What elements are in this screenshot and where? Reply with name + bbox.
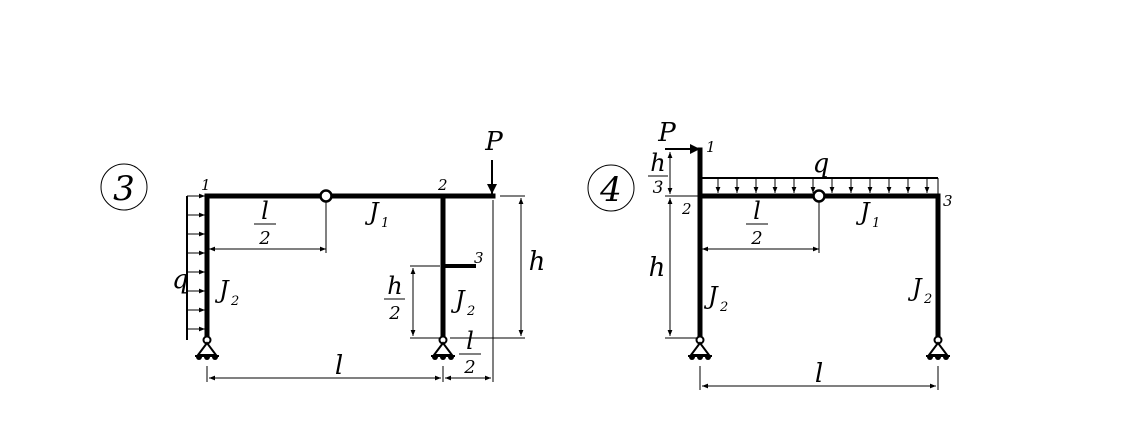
- node-label-1: 1: [201, 176, 211, 194]
- frame-number-circle: [100, 163, 148, 211]
- dim-top-num: h: [650, 149, 665, 177]
- dim-overhang-num: l: [466, 327, 474, 355]
- dim-span-label: l: [335, 351, 343, 381]
- dim-span: [206, 200, 494, 382]
- beam-inertia-label: J: [364, 198, 380, 226]
- frame-number: 4: [599, 170, 622, 210]
- support-right: [926, 335, 950, 360]
- dim-hinge-num: l: [753, 197, 761, 225]
- dim-span: [699, 366, 939, 390]
- dim-hinge: [209, 202, 327, 253]
- load-q-label: q: [172, 265, 189, 295]
- node-label-2: 2: [681, 200, 692, 218]
- dim-bracket-num: h: [387, 272, 402, 300]
- dim-bracket: [384, 265, 440, 339]
- distributed-load: [186, 193, 205, 340]
- right-column-inertia-sub: 2: [466, 304, 475, 319]
- frame-number-circle: [587, 164, 635, 212]
- dim-overhang-den: 2: [463, 357, 475, 378]
- dim-hinge-den: 2: [750, 228, 762, 249]
- dim-height: [450, 195, 525, 339]
- frame-3: 3 q P: [100, 127, 546, 382]
- distributed-load: [702, 177, 939, 194]
- right-column-inertia-sub: 2: [923, 292, 932, 307]
- dim-bracket-den: 2: [388, 303, 400, 324]
- left-column-inertia-label: J: [214, 276, 230, 304]
- support-left: [195, 335, 219, 360]
- beam-inertia-label: J: [855, 198, 871, 226]
- node-label-2: 2: [437, 176, 448, 194]
- left-column-inertia-sub: 2: [719, 300, 728, 315]
- dim-hinge-den: 2: [258, 228, 270, 249]
- dim-heights: [648, 152, 698, 339]
- hinge: [812, 189, 826, 203]
- support-right: [431, 335, 455, 360]
- dim-top-den: 3: [653, 178, 664, 198]
- left-column-inertia-label: J: [703, 282, 719, 310]
- hinge: [319, 189, 333, 203]
- beam-inertia-sub: 1: [381, 216, 389, 231]
- right-column-inertia-label: J: [907, 274, 923, 302]
- frame-number: 3: [113, 169, 135, 209]
- node-label-3: 3: [943, 192, 953, 210]
- dim-height-label: h: [529, 247, 546, 277]
- dim-height-label: h: [649, 253, 666, 283]
- support-left: [688, 335, 712, 360]
- load-p-label: P: [657, 118, 676, 148]
- left-column-inertia-sub: 2: [230, 294, 239, 309]
- frame-4: 4 P q: [587, 118, 953, 390]
- dim-span-label: l: [815, 359, 823, 389]
- right-column-inertia-label: J: [450, 286, 466, 314]
- load-p-label: P: [484, 127, 503, 157]
- node-label-1: 1: [706, 138, 716, 156]
- load-q-label: q: [813, 149, 830, 179]
- node-label-3: 3: [474, 249, 484, 267]
- beam-inertia-sub: 1: [872, 216, 880, 231]
- dim-hinge-num: l: [261, 197, 269, 225]
- dim-hinge: [702, 202, 820, 253]
